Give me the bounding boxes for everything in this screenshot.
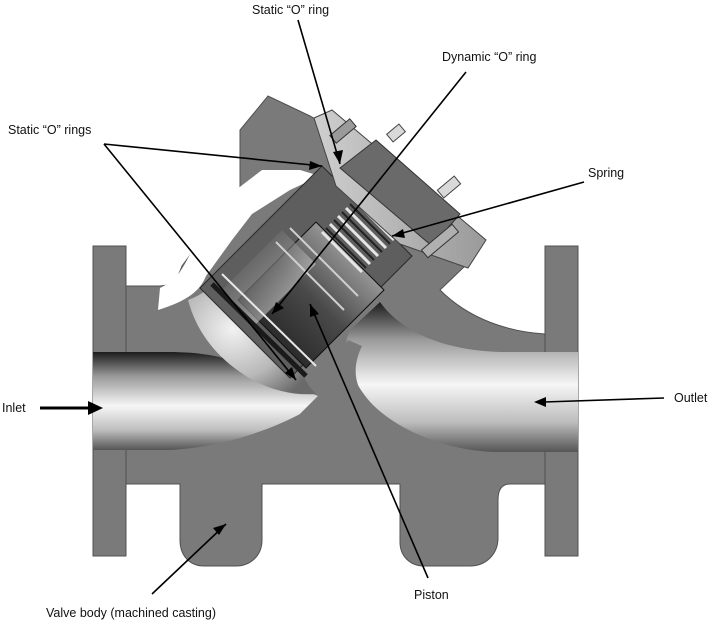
arrowhead [272,302,284,314]
arrowhead [534,397,546,407]
leader-outlet [543,397,665,403]
leader-dynamic-o-ring [271,71,467,315]
leader-static-o-rings-lower [103,143,297,381]
o-ring-band [275,241,345,311]
label-static-o-rings: Static “O” rings [8,123,91,137]
outlet-bore [346,302,578,452]
leader-spring [391,181,585,237]
leader-static-o-ring [297,19,341,165]
leader-valve-body [151,523,227,595]
leader-lines [40,19,665,595]
arrowhead [88,401,103,415]
piston-body-light [220,230,316,326]
arrowhead [310,304,319,317]
cap-inner [339,139,461,247]
label-inlet: Inlet [2,401,26,415]
bonnet-recess [210,186,260,238]
label-outlet: Outlet [674,391,708,405]
body-cavity [158,170,320,310]
bonnet-cap [313,109,487,269]
label-valve-body: Valve body (machined casting) [46,606,216,620]
arrowhead [392,229,405,238]
label-dynamic-o-ring: Dynamic “O” ring [442,50,537,64]
label-piston: Piston [414,588,449,602]
arrowhead [309,161,322,170]
spring-shadow [325,203,391,269]
arrowhead [285,367,296,380]
cap-bolt [420,175,462,259]
leader-static-o-rings-upper [103,143,323,167]
o-ring-band [289,227,359,297]
o-ring-band [221,273,317,367]
o-ring-band [210,282,308,378]
arrowhead [333,150,343,164]
label-spring: Spring [588,166,624,180]
arrowhead [213,524,226,535]
leader-piston [309,303,429,579]
label-static-o-ring: Static “O” ring [252,3,329,17]
